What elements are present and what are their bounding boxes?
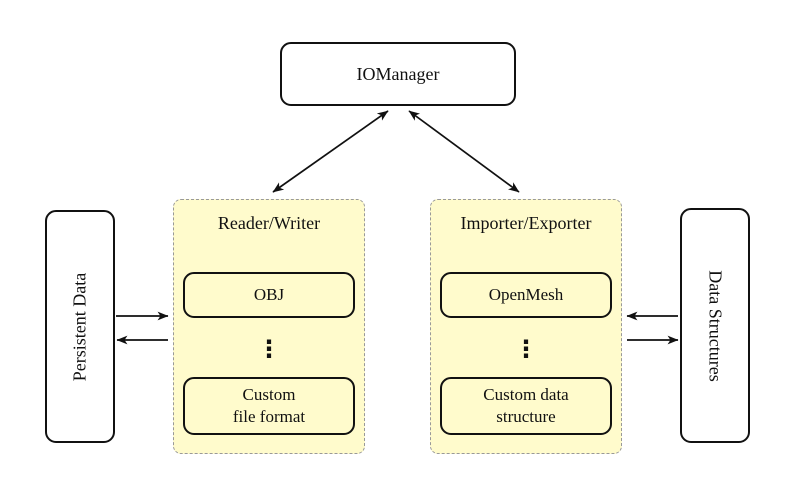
panel-reader-writer-title: Reader/Writer xyxy=(217,213,321,233)
node-obj: OBJ xyxy=(183,272,355,318)
panel-importer-exporter-title: Importer/Exporter xyxy=(460,213,592,233)
node-io-manager-label: IOManager xyxy=(356,63,440,84)
panel-reader-writer: Reader/Writer OBJ ⋮ Custom file format xyxy=(173,199,365,454)
node-data-structures: Data Structures xyxy=(680,208,750,443)
node-io-manager: IOManager xyxy=(280,42,516,106)
node-data-structures-label: Data Structures xyxy=(705,269,726,382)
vertical-ellipsis: ⋮ xyxy=(514,335,538,363)
node-persistent-data: Persistent Data xyxy=(45,210,115,443)
node-custom-file-format: Custom file format xyxy=(183,377,355,435)
node-persistent-data-label: Persistent Data xyxy=(69,272,90,381)
node-custom-file-format-label: Custom file format xyxy=(232,385,306,426)
node-custom-data-structure-label: Custom data structure xyxy=(483,385,569,426)
node-openmesh-label: OpenMesh xyxy=(488,285,564,305)
arrow-iomanager-readerwriter xyxy=(272,110,389,193)
panel-importer-exporter: Importer/Exporter OpenMesh ⋮ Custom data… xyxy=(430,199,622,454)
node-openmesh: OpenMesh xyxy=(440,272,612,318)
node-custom-data-structure: Custom data structure xyxy=(440,377,612,435)
node-obj-label: OBJ xyxy=(253,285,285,305)
arrow-iomanager-importerexporter xyxy=(408,110,520,193)
vertical-ellipsis: ⋮ xyxy=(257,335,281,363)
